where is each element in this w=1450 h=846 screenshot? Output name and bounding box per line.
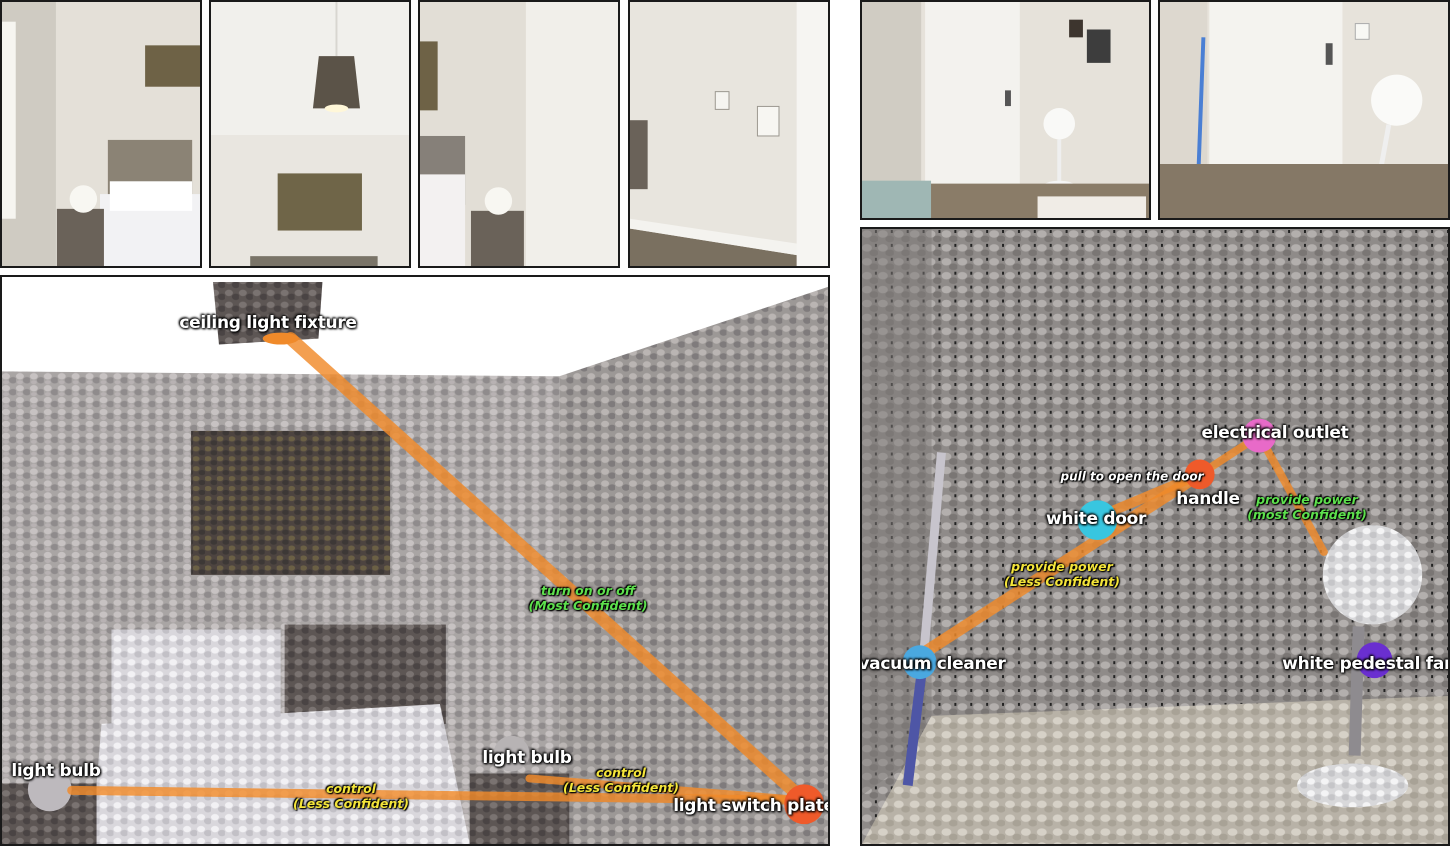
photo-door-fan: [860, 0, 1151, 220]
label-light-bulb-left: light bulb: [11, 761, 101, 781]
relation-control-mid-text: control: [596, 765, 646, 780]
relation-control-mid: control (Less Confident): [563, 765, 679, 795]
photo-bed-wall-map: [0, 0, 202, 268]
photo-handle-outlet-drawing: [1160, 2, 1448, 218]
relation-power-most-confidence: (most Confident): [1247, 507, 1367, 522]
photo-switch-wall: [628, 0, 830, 268]
door-room-pointcloud-render: [862, 229, 1448, 844]
relation-turn-on-off-text: turn on or off: [540, 583, 636, 598]
relation-power-most-text: provide power: [1256, 492, 1358, 507]
scene-graph-door-room: electrical outlet handle white door vacu…: [860, 227, 1450, 846]
label-white-pedestal-fan: white pedestal fan: [1282, 654, 1450, 674]
photo-door-fan-drawing: [862, 2, 1149, 218]
relation-power-less-confidence: (Less Confident): [1004, 574, 1120, 589]
label-ceiling-light-fixture: ceiling light fixture: [179, 313, 357, 333]
label-handle: handle: [1176, 489, 1240, 509]
relation-control-left-text: control: [326, 781, 376, 796]
photo-pendant-lamp: [209, 0, 411, 268]
photo-switch-wall-drawing: [630, 2, 828, 266]
relation-control-left-confidence: (Less Confident): [293, 796, 409, 811]
photo-pendant-lamp-drawing: [211, 2, 409, 266]
label-white-door: white door: [1045, 509, 1147, 529]
relation-power-most: provide power (most Confident): [1247, 492, 1367, 522]
photo-bed-corner-drawing: [420, 2, 618, 266]
relation-turn-on-off-confidence: (Most Confident): [528, 598, 648, 613]
relation-pull-open-text: pull to open the door: [1060, 469, 1204, 484]
label-vacuum-cleaner: vacuum cleaner: [860, 654, 1006, 674]
label-light-bulb-mid: light bulb: [482, 748, 572, 768]
relation-pull-open: pull to open the door: [1061, 470, 1204, 485]
relation-turn-on-off: turn on or off (Most Confident): [528, 583, 647, 613]
label-electrical-outlet: electrical outlet: [1201, 423, 1349, 443]
photo-bed-corner: [418, 0, 620, 268]
bedroom-pointcloud-render: [2, 281, 828, 844]
relation-power-less: provide power (Less Confident): [1004, 559, 1120, 589]
relation-power-less-text: provide power: [1011, 559, 1113, 574]
scene-graph-bedroom: ceiling light fixture light bulb light b…: [0, 275, 830, 846]
photo-bed-wall-map-drawing: [2, 2, 200, 266]
relation-control-left: control (Less Confident): [293, 781, 409, 811]
photo-handle-outlet: [1158, 0, 1450, 220]
relation-control-mid-confidence: (Less Confident): [563, 780, 679, 795]
label-light-switch-plate: light switch plate: [673, 796, 830, 816]
